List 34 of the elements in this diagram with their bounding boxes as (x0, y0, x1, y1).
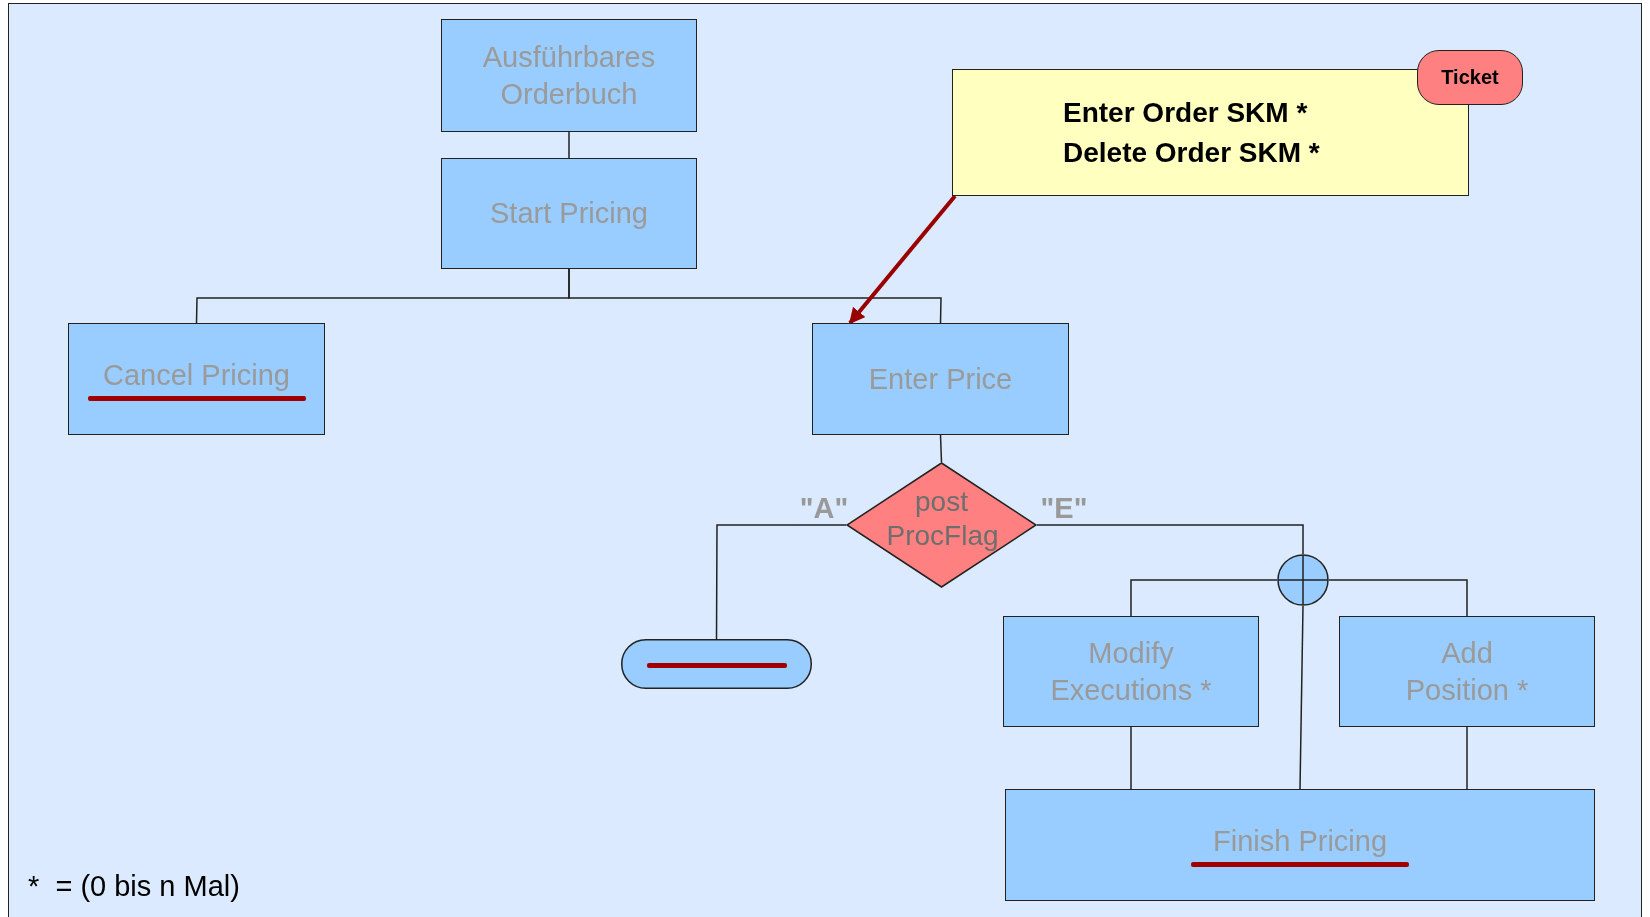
process-box (441, 19, 697, 132)
process-box (812, 323, 1069, 435)
connector-line (568, 131, 570, 159)
decision-label: post ProcFlag (886, 485, 997, 553)
note-text: Delete Order SKM * (1063, 135, 1320, 170)
connector-line (1466, 726, 1468, 790)
process-box (68, 323, 325, 435)
process-box (1005, 789, 1595, 901)
junction-circle (1277, 554, 1329, 606)
box-label: Add Position * (1404, 636, 1530, 708)
connector-line (568, 268, 942, 324)
box-label: Ausführbares Orderbuch (481, 40, 657, 112)
box-label: Modify Executions * (1049, 636, 1213, 708)
process-box (1339, 616, 1595, 727)
box-label: Cancel Pricing (102, 358, 291, 394)
connector-line (1299, 605, 1304, 790)
box-label: Enter Price (867, 361, 1014, 397)
footnote: * = (0 bis n Mal) (28, 870, 240, 903)
connector-line (1328, 579, 1468, 617)
connector-line (939, 434, 943, 463)
ticket-badge (1417, 50, 1523, 105)
box-label: Finish Pricing (1211, 824, 1389, 860)
process-box (1003, 616, 1259, 727)
connector-line (715, 524, 847, 640)
ticket-label: Ticket (1441, 66, 1499, 89)
connector-line (1130, 726, 1132, 790)
terminator-capsule (621, 639, 812, 689)
connector-line (1036, 524, 1304, 555)
box-label: Start Pricing (489, 196, 649, 232)
note-text: Enter Order SKM * (1063, 96, 1308, 131)
arrow (848, 194, 957, 325)
process-box (441, 158, 697, 269)
decision-diamond (846, 462, 1037, 588)
connector-line (1130, 579, 1278, 617)
